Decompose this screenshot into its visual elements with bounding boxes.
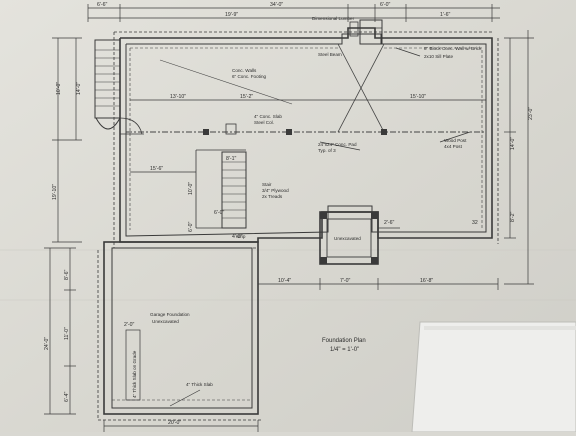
dim-right-overall: 23'-0": [528, 107, 534, 120]
dim-garage-left: 24'-0": [44, 337, 50, 350]
dim-inner-h2: 15'-2": [240, 94, 253, 100]
note-stair: Stair: [262, 182, 272, 187]
dim-inner-v2: 6'-0": [188, 222, 194, 232]
note-footing: 6" Conc. Footing: [232, 74, 267, 79]
note-top-right-2: 2x10 Sill Plate: [424, 54, 454, 59]
plan-title: Foundation Plan: [322, 338, 366, 344]
note-mid-left-2: Steel Col.: [254, 120, 274, 125]
dimension-lines: [44, 4, 534, 432]
note-strip: Strip: [236, 234, 246, 239]
dim-top-left: 6'-6": [97, 2, 107, 8]
dim-inner-h1: 13'-10": [170, 94, 186, 100]
dim-bottom-b: 7'-0": [340, 278, 350, 284]
dim-small-a: 4'-0": [232, 234, 242, 240]
garage-foundation-outline: [97, 241, 262, 421]
paper-grid: [0, 249, 576, 301]
dim-bottom-c: 16'-8": [420, 278, 433, 284]
dim-top-mid: 19'-9": [225, 12, 238, 18]
note-post-2: 4x4 Post: [444, 144, 463, 149]
dim-inner-v1: 10'-0": [188, 182, 194, 195]
patio-box: [319, 211, 400, 265]
dim-inner-h3: 15'-10": [410, 94, 426, 100]
note-column-pad-2: Typ. of 3: [318, 148, 336, 153]
column-pads: [203, 123, 387, 135]
dim-small-b: 2'-6": [384, 220, 394, 226]
stair-left: [94, 39, 144, 135]
note-post: Wood Post: [444, 138, 467, 143]
note-top-right-small: Dimensional Lumber: [312, 16, 355, 21]
dim-bottom-a: 10'-4": [278, 278, 291, 284]
dim-inner-h4: 15'-6": [150, 166, 163, 172]
stair-interior: [195, 149, 247, 229]
note-stair-2: 3/4" Plywood: [262, 188, 289, 193]
dim-bump: 6'-0": [214, 210, 224, 216]
note-garage-grade: 4" Thick Slab on Grade: [132, 350, 137, 398]
dim-garage-left-a: 8'-6": [64, 270, 70, 280]
dim-top-right2: 1'-6": [440, 12, 450, 18]
dimension-labels: 34'-0" 6'-6" 19'-9" 6'-0" 1'-6" 10'-0" 1…: [44, 2, 534, 426]
dim-left-stair2: 14'-0": [76, 82, 82, 95]
title-block: Foundation Plan 1/4" = 1'-0": [322, 338, 366, 353]
dim-right-upper: 14'-0": [510, 137, 516, 150]
dim-garage-bottom: 20'-0": [168, 420, 181, 426]
overlay-sheet: [411, 321, 576, 433]
note-mid-left: 4" Conc. Slab: [254, 114, 282, 119]
label-slab: 4" Thick Slab: [186, 382, 213, 387]
dim-garage-inner: 2'-0": [124, 322, 134, 328]
dim-right-mid: 8'-2": [510, 212, 516, 222]
label-garage: Garage Foundation: [150, 312, 190, 317]
dim-left-overall: 19'-10": [52, 184, 58, 200]
dim-top-overall: 34'-0": [270, 2, 283, 8]
note-stair-3: 2x Treads: [262, 194, 283, 199]
dim-garage-left-b: 11'-0": [64, 327, 70, 340]
dim-top-right: 6'-0": [380, 2, 390, 8]
steel-beam-line: [126, 43, 486, 133]
chimney-bump: [349, 19, 383, 45]
dim-inner-v3: 8'-1": [226, 156, 236, 162]
note-column-pad: 24"x24" Conc. Pad: [318, 142, 357, 147]
label-garage-sub: Unexcavated: [152, 319, 179, 324]
label-patio: Unexcavated: [334, 236, 361, 241]
note-conc-walls: Conc. Walls: [232, 68, 257, 73]
plan-scale: 1/4" = 1'-0": [330, 347, 359, 353]
dim-left-stair: 10'-0": [56, 82, 62, 95]
note-steel-beam: Steel Beam: [318, 52, 342, 57]
dim-garage-left-c: 6'-4": [64, 392, 70, 402]
note-top-right: 8" Block Conc. Wall w/ Brick: [424, 46, 482, 51]
note-labels: Dimensional Lumber Steel Beam 8" Block C…: [132, 16, 482, 398]
dim-corner: 32: [472, 220, 478, 226]
